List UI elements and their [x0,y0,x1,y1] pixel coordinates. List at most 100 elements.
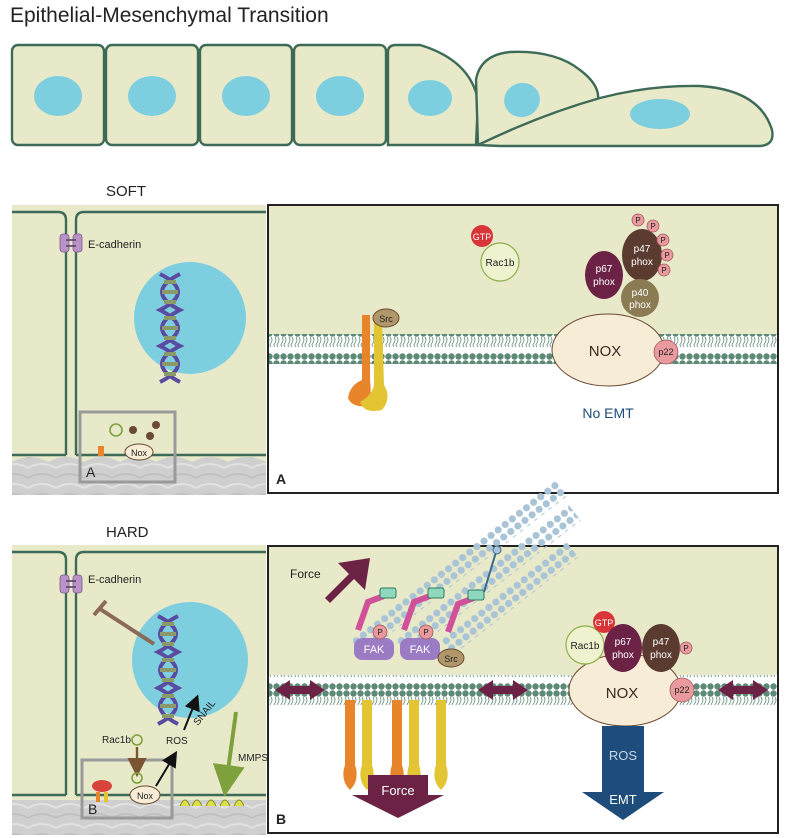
panel-b-rac1b-icon [565,625,605,665]
hard-mmps-label: MMPS [238,753,268,764]
hard-rac1b-label: Rac1b [102,735,131,746]
svg-text:P: P [661,266,666,275]
panel-b-p67-label-2: phox [612,650,634,661]
soft-dna [158,272,182,384]
fak-label-2: FAK [410,644,431,656]
figure-title: Epithelial-Mesenchymal Transition [10,4,329,27]
repression-arrow [98,607,156,646]
panel-a-p67-label-2: phox [593,277,615,288]
panel-a-integrin-icon [348,315,371,407]
vinculin-icons [379,587,485,601]
panel-a-p40-label: p40 [632,288,649,299]
panel-b-gtp-label: GTP [595,618,614,628]
panel-b-src-icon [437,648,465,668]
hard-box-letter: B [88,801,97,817]
panel-b-p67-icon [604,624,642,672]
hard-ecadherin-icon [59,574,83,594]
emt-cell-strip [10,43,774,148]
panel-b-p47-icon [642,624,680,672]
strip-nuclei [34,76,690,129]
panel-a-p40-label-2: phox [629,300,651,311]
panel-b-force-top-label: Force [290,567,321,581]
panel-b-force-bottom-label: Force [381,783,414,798]
snail-arrow [183,694,200,731]
panel-b-p67-label: p67 [615,637,632,648]
panel-a-p67-icon [585,251,623,299]
hard-nucleus [132,602,248,718]
panel-a-rac1b-label: Rac1b [486,258,515,269]
fak-p-label-2: P [423,628,428,637]
panel-b-p47-label: p47 [653,637,670,648]
panel-b-p47-label-2: phox [650,650,672,661]
hard-ecadherin-label: E-cadherin [88,574,141,586]
soft-cell-schematic: E-cadherin Nox A [12,205,266,495]
hard-dna [156,614,180,726]
soft-rac1b-dot [109,423,123,437]
panel-b-ros-label: ROS [609,748,638,763]
fak-icon-1 [354,638,394,660]
panel-a-letter: A [276,471,286,487]
panel-a-p47-label: p47 [634,244,651,255]
panel-a-src-label: Src [379,314,393,324]
panel-a-gtp-label: GTP [473,232,492,242]
svg-text:P: P [660,236,665,245]
mmp-icons [179,799,245,807]
panel-b: B Force FAK FAK P P [267,479,779,834]
soft-nucleus [134,262,246,374]
fak-p-label-1: P [377,628,382,637]
panel-a-membrane [269,334,777,364]
mmps-arrow [212,711,245,797]
panel-a: A Src Rac1b GTP NOX p22 p67 phox p47 pho… [267,204,779,494]
soft-box-letter: A [86,464,96,480]
soft-nox-icon [124,443,154,461]
hard-ros-label: ROS [166,736,188,747]
hard-heading: HARD [106,524,149,541]
soft-ecadherin-label: E-cadherin [88,239,141,251]
force-arrow-top [325,558,370,603]
panel-b-letter: B [276,811,286,827]
panel-b-gtp-icon [593,611,615,633]
hard-rac1b-dot [131,734,143,746]
panel-a-gtp-icon [471,225,493,247]
panel-b-p22-icon [669,677,695,703]
fak-icon-2 [400,638,440,660]
soft-p-dot [152,421,160,429]
panel-a-phosphate-labels: P P P P P [635,216,669,275]
soft-p-dot [146,432,154,440]
integrin-legs [343,700,448,790]
soft-heading: SOFT [106,183,146,200]
soft-integrin-icon [98,446,104,456]
panel-a-src-icon [372,308,400,328]
soft-ecadherin-icon [59,233,83,253]
force-arrow-bottom [352,775,444,818]
panel-a-p47-icon [622,229,662,281]
svg-text:P: P [664,251,669,260]
fak-label-1: FAK [364,644,385,656]
panel-a-outcome: No EMT [582,405,634,421]
panel-b-src-label: Src [444,654,458,664]
panel-a-p22-label: p22 [658,347,673,357]
panel-a-p40-icon [621,279,659,317]
hard-integrin-icon [92,780,112,802]
panel-a-p47-label-2: phox [631,257,653,268]
panel-b-p22-label: p22 [674,685,689,695]
panel-a-p22-icon [653,339,679,365]
panel-b-nox-label: NOX [606,685,639,702]
panel-b-rac1b-label: Rac1b [571,641,600,652]
panel-a-nox-label: NOX [589,343,622,360]
hard-rac1b-dot-2 [131,772,143,784]
soft-nox-label: Nox [131,448,148,458]
ros-arrow [155,750,178,787]
soft-zoom-box [78,410,177,484]
panel-b-p47-p-label: P [683,644,688,653]
svg-text:P: P [650,222,655,231]
svg-text:P: P [635,216,640,225]
hard-nox-icon [129,785,161,805]
panel-b-emt-label: EMT [609,792,637,807]
lateral-arrows [275,680,768,700]
hard-cell-schematic: E-cadherin Rac1b Nox ROS SNAIL MMPS B [12,545,268,835]
ros-emt-arrow [582,726,664,820]
mesenchymal-cell [477,84,774,148]
hard-zoom-box [80,758,174,820]
